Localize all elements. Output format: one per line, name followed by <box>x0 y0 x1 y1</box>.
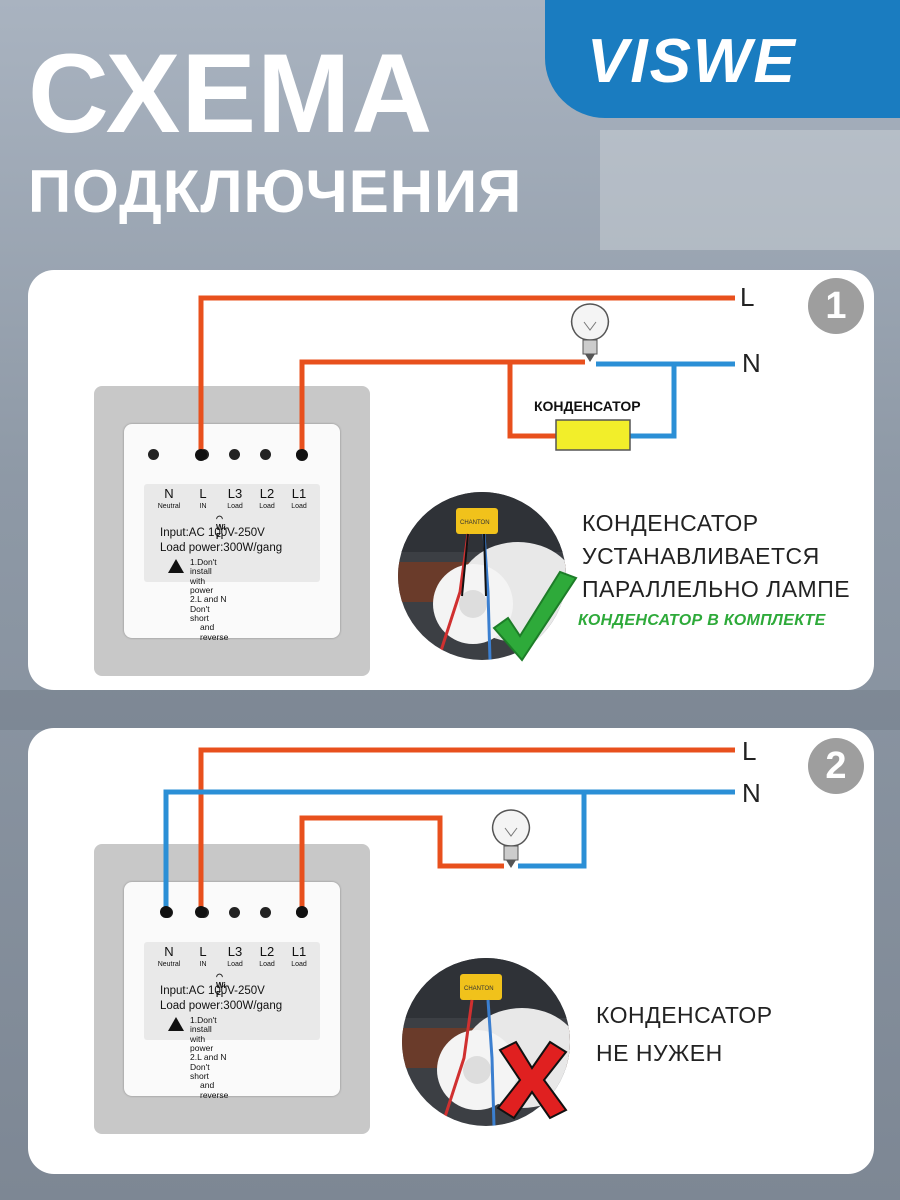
terminal-L3: L3 <box>227 486 243 501</box>
terminal-sub-L2: Load <box>259 961 275 968</box>
terminal-sub-L: IN <box>199 961 207 968</box>
terminal-dot-N-2 <box>160 906 172 918</box>
diagram-number-2: 2 <box>808 738 864 794</box>
spec-input: Input:AC 100V-250V <box>160 527 265 539</box>
wifi-label: ◠ Wi-Fi <box>216 972 229 999</box>
capacitor-brand-text: CHANTON <box>464 986 494 992</box>
wire-label-L-2: L <box>742 736 757 766</box>
warning-line-1: 1.Don't install with power <box>190 1015 217 1054</box>
warning-line-3: and reverse <box>200 622 229 642</box>
terminal-sub-N: Neutral <box>157 961 181 968</box>
warning-icon <box>168 559 184 573</box>
wire-label-N-1: N <box>742 348 761 378</box>
warning-text: 1.Don't install with power 2.L and N Don… <box>190 1015 229 1100</box>
terminal-L1: L1 <box>291 944 307 959</box>
terminal-dot-L-2 <box>195 906 207 918</box>
cross-icon <box>496 1040 568 1120</box>
wire-label-L-1: L <box>740 282 755 312</box>
terminal-sub-L1: Load <box>291 961 307 968</box>
terminal-sub-N: Neutral <box>157 503 181 510</box>
lamp-icon-1 <box>570 303 610 362</box>
terminal-hole-l2 <box>260 449 271 460</box>
capacitor-label: КОНДЕНСАТОР <box>534 398 641 414</box>
diagram-number-1: 1 <box>808 278 864 334</box>
wire-load-2 <box>299 815 504 912</box>
terminal-sub-L2: Load <box>259 503 275 510</box>
wifi-label: ◠ Wi-Fi <box>216 514 229 541</box>
caption-2-line-2: НЕ НУЖЕН <box>596 1040 723 1066</box>
caption-1-line-1: КОНДЕНСАТОР <box>582 510 759 536</box>
wire-label-N-2: N <box>742 778 761 808</box>
terminal-N: N <box>164 486 174 501</box>
warning-line-2: 2.L and N Don't short <box>190 594 227 624</box>
terminal-L1: L1 <box>291 486 307 501</box>
terminal-hole-l3 <box>229 907 240 918</box>
capacitor-brand-text: CHANTON <box>460 520 490 526</box>
terminal-L2: L2 <box>259 944 275 959</box>
wifi-text: Wi-Fi <box>216 523 229 541</box>
wire-capacitor-live-1 <box>507 362 556 439</box>
included-note: КОНДЕНСАТОР В КОМПЛЕКТЕ <box>578 612 826 629</box>
terminal-hole-l3 <box>229 449 240 460</box>
terminal-hole-n <box>148 449 159 460</box>
warning-line-1: 1.Don't install with power <box>190 557 217 596</box>
terminal-sub-L1: Load <box>291 503 307 510</box>
warning-line-2: 2.L and N Don't short <box>190 1052 227 1082</box>
spec-input: Input:AC 100V-250V <box>160 985 265 997</box>
wifi-text: Wi-Fi <box>216 981 229 999</box>
wire-load-1 <box>299 359 585 455</box>
capacitor-symbol <box>555 419 631 451</box>
terminal-dot-L-1 <box>195 449 207 461</box>
wire-capacitor-neutral-1 <box>630 364 677 439</box>
wire-lamp-neutral-2 <box>518 792 587 869</box>
terminal-sub-L3: Load <box>227 503 243 510</box>
wire-L-2 <box>198 747 735 912</box>
wire-L-1 <box>198 295 735 455</box>
caption-2-line-1: КОНДЕНСАТОР <box>596 1002 773 1028</box>
background-window <box>600 130 900 250</box>
terminal-sub-L: IN <box>199 503 207 510</box>
terminal-hole-l2 <box>260 907 271 918</box>
brand-badge: VISWE <box>545 0 900 118</box>
terminal-L: L <box>199 944 207 959</box>
brand-logo: VISWE <box>587 27 797 96</box>
warning-icon <box>168 1017 184 1031</box>
warning-text: 1.Don't install with power 2.L and N Don… <box>190 557 229 642</box>
terminal-dot-L1-2 <box>296 906 308 918</box>
lamp-icon-2 <box>491 809 531 868</box>
terminal-L2: L2 <box>259 486 275 501</box>
spec-load: Load power:300W/gang <box>160 1000 283 1012</box>
caption-1-line-2: УСТАНАВЛИВАЕТСЯ <box>582 543 820 569</box>
spec-load: Load power:300W/gang <box>160 542 283 554</box>
terminal-dot-L1-1 <box>296 449 308 461</box>
background-floor <box>0 690 900 730</box>
terminal-L3: L3 <box>227 944 243 959</box>
wire-N-2 <box>163 789 735 912</box>
warning-line-3: and reverse <box>200 1080 229 1100</box>
terminal-N: N <box>164 944 174 959</box>
check-icon <box>492 570 578 662</box>
photo-no-capacitor: CHANTON <box>402 958 570 1126</box>
title-line-2: ПОДКЛЮЧЕНИЯ <box>28 158 523 225</box>
title-line-1: СХЕМА <box>28 31 434 156</box>
caption-1-line-3: ПАРАЛЛЕЛЬНО ЛАМПЕ <box>582 576 851 602</box>
terminal-L: L <box>199 486 207 501</box>
terminal-sub-L3: Load <box>227 961 243 968</box>
